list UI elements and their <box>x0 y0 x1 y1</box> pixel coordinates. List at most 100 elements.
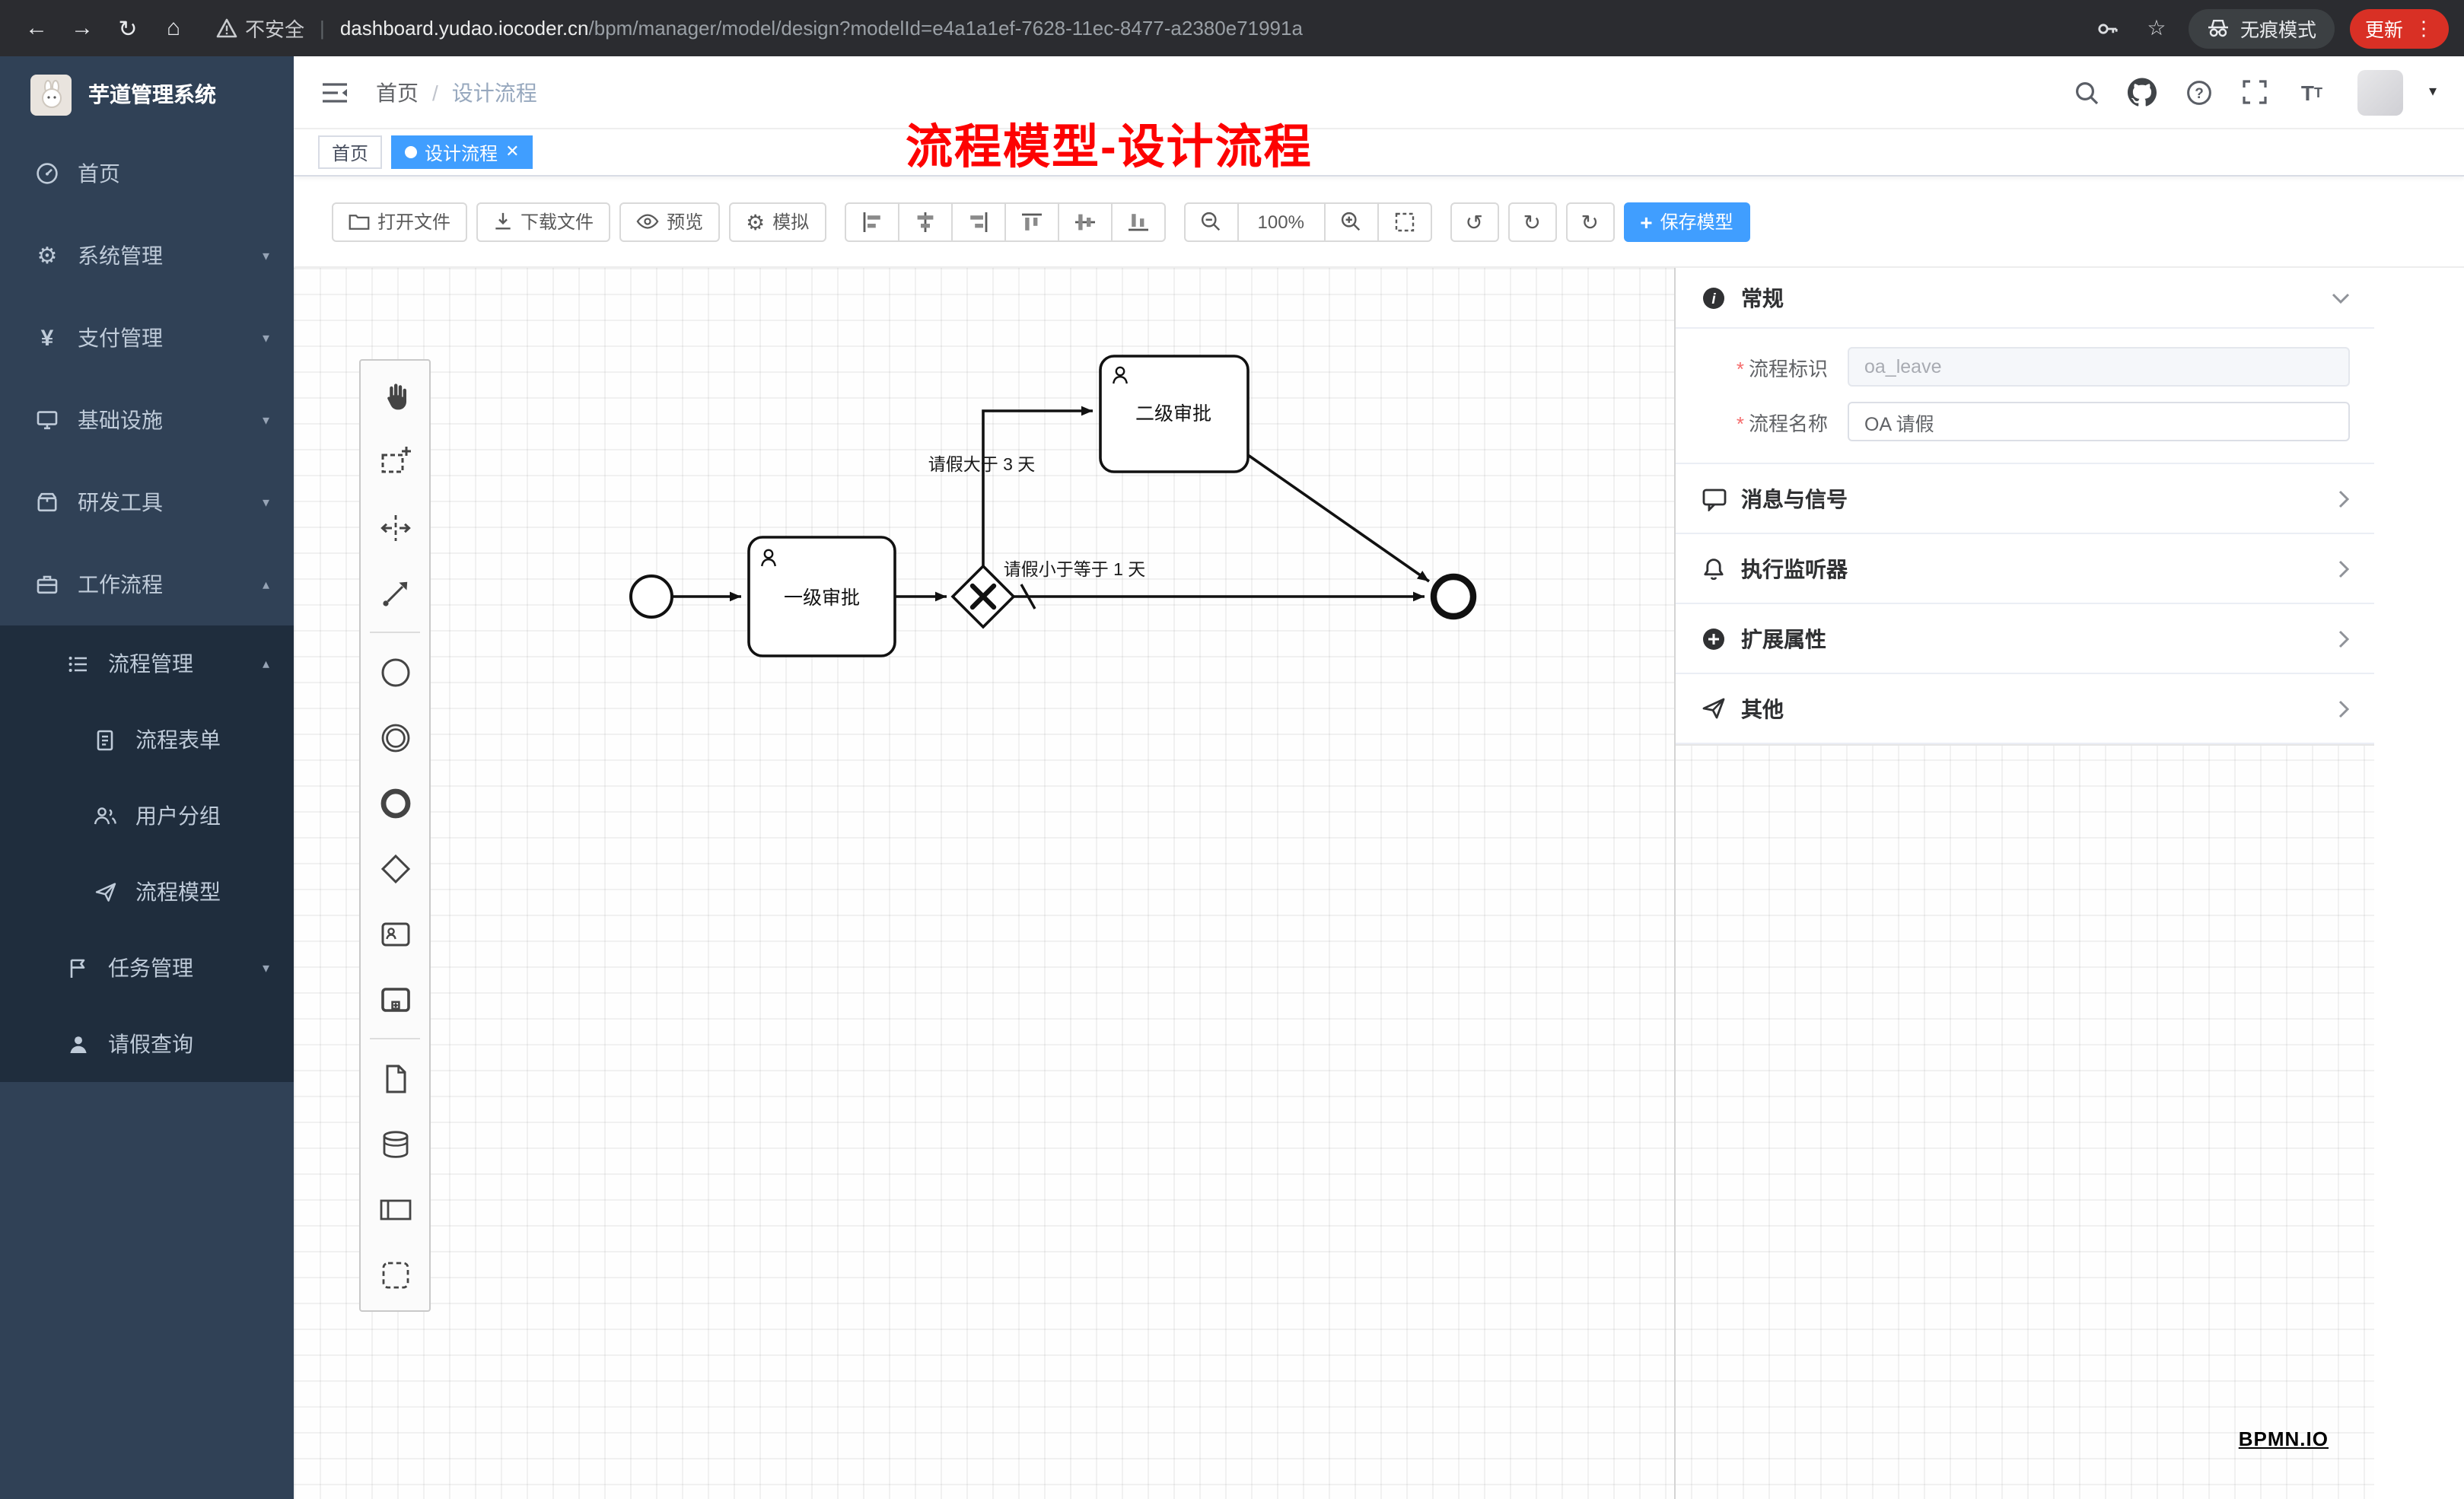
palette-create-user-task[interactable] <box>361 901 429 966</box>
bpmn-exclusive-gateway[interactable] <box>950 564 1016 629</box>
panel-section-other[interactable]: 其他 <box>1676 674 2374 744</box>
sidebar-item-leave-query[interactable]: 请假查询 <box>0 1006 294 1082</box>
tab-home[interactable]: 首页 <box>318 135 383 169</box>
palette-connect-tool[interactable] <box>361 560 429 625</box>
sidebar-item-process-mgmt[interactable]: 流程管理 ▴ <box>0 625 294 702</box>
sidebar-item-label: 系统管理 <box>78 243 163 268</box>
close-icon[interactable]: ✕ <box>505 142 520 161</box>
palette-lasso-tool[interactable] <box>361 429 429 495</box>
panel-section-execution-listener[interactable]: 执行监听器 <box>1676 534 2374 604</box>
flow-task2-to-end[interactable] <box>1246 454 1431 583</box>
open-file-button[interactable]: 打开文件 <box>332 202 468 241</box>
undo-button[interactable]: ↺ <box>1450 202 1499 241</box>
process-key-row: *流程标识 <box>1700 347 2350 387</box>
browser-update-button[interactable]: 更新 ⋮ <box>2349 8 2449 48</box>
fullscreen-icon[interactable] <box>2239 75 2272 109</box>
avatar-caret-icon[interactable]: ▾ <box>2428 84 2437 100</box>
flow-label-gt[interactable]: 请假大于 3 天 <box>928 454 1036 474</box>
align-right-button[interactable] <box>950 202 1006 241</box>
security-indicator[interactable]: 不安全 <box>216 14 304 43</box>
palette-create-call-activity[interactable] <box>361 966 429 1032</box>
avatar[interactable] <box>2357 69 2403 115</box>
palette-separator <box>370 632 420 633</box>
sidebar-item-system[interactable]: ⚙ 系统管理 ▾ <box>0 215 294 297</box>
github-icon[interactable] <box>2126 75 2160 109</box>
palette-create-data-store[interactable] <box>361 1111 429 1176</box>
flow-label-lte[interactable]: 请假小于等于 1 天 <box>1004 559 1146 579</box>
process-name-input[interactable] <box>1848 402 2350 441</box>
zoom-level-button[interactable]: 100% <box>1237 202 1326 241</box>
breadcrumb-separator: / <box>432 80 438 104</box>
sidebar-item-task-mgmt[interactable]: 任务管理 ▾ <box>0 930 294 1006</box>
search-icon[interactable] <box>2070 75 2103 109</box>
palette-create-pool[interactable] <box>361 1176 429 1242</box>
bpmn-diagram: 请假大于 3 天 请假小于等于 1 天 一级审批 <box>629 355 1477 657</box>
palette-create-data-object[interactable] <box>361 1045 429 1111</box>
align-top-button[interactable] <box>1004 202 1059 241</box>
help-icon[interactable]: ? <box>2182 75 2216 109</box>
panel-section-message-signal[interactable]: 消息与信号 <box>1676 464 2374 534</box>
save-model-button[interactable]: + 保存模型 <box>1623 202 1750 241</box>
align-bottom-button[interactable] <box>1110 202 1166 241</box>
palette-create-start-event[interactable] <box>361 639 429 705</box>
incognito-icon <box>2207 18 2230 38</box>
browser-forward-icon[interactable]: → <box>71 15 94 41</box>
sidebar-fold-icon[interactable] <box>315 72 355 112</box>
browser-menu-icon[interactable]: ⋮ <box>2414 16 2434 39</box>
bpmn-designer-canvas[interactable]: 请假大于 3 天 请假小于等于 1 天 一级审批 <box>294 268 2374 1499</box>
simulate-button[interactable]: ⚙ 模拟 <box>729 202 826 241</box>
align-left-button[interactable] <box>844 202 899 241</box>
align-center-button[interactable] <box>897 202 953 241</box>
download-file-button[interactable]: 下载文件 <box>476 202 611 241</box>
preview-button[interactable]: 预览 <box>619 202 721 241</box>
palette-create-intermediate-event[interactable] <box>361 705 429 770</box>
process-key-input[interactable] <box>1848 347 2350 387</box>
palette-hand-tool[interactable] <box>361 364 429 429</box>
panel-section-general[interactable]: i 常规 <box>1676 268 2374 329</box>
tab-design-process[interactable]: 设计流程 ✕ <box>391 135 533 169</box>
palette-create-gateway[interactable] <box>361 835 429 901</box>
sidebar-item-payment[interactable]: ¥ 支付管理 ▾ <box>0 297 294 379</box>
align-middle-button[interactable] <box>1057 202 1113 241</box>
bpmn-start-event[interactable] <box>629 574 673 619</box>
palette-create-group[interactable] <box>361 1242 429 1307</box>
redo-button[interactable]: ↻ <box>1507 202 1557 241</box>
bpmn-task-first-approval[interactable]: 一级审批 <box>747 536 896 657</box>
logo-avatar <box>30 74 72 115</box>
sidebar-item-devtools[interactable]: 研发工具 ▾ <box>0 461 294 543</box>
palette-create-end-event[interactable] <box>361 770 429 835</box>
browser-back-icon[interactable]: ← <box>25 15 48 41</box>
section-title: 常规 <box>1741 285 1784 310</box>
breadcrumb-home[interactable]: 首页 <box>376 80 419 104</box>
chevron-down-icon: ▾ <box>262 329 269 345</box>
sidebar-item-workflow[interactable]: 工作流程 ▴ <box>0 543 294 625</box>
browser-reload-icon[interactable]: ↻ <box>118 16 138 42</box>
flow-gateway-to-task2[interactable] <box>982 406 1094 566</box>
user-task-icon <box>380 921 409 946</box>
browser-home-icon[interactable]: ⌂ <box>166 15 181 41</box>
bpmn-end-event[interactable] <box>1430 573 1477 620</box>
app-logo[interactable]: 芋道管理系统 <box>0 56 294 132</box>
password-key-icon[interactable] <box>2091 11 2125 45</box>
panel-section-extended-attrs[interactable]: 扩展属性 <box>1676 604 2374 674</box>
chevron-down-icon <box>2332 291 2350 304</box>
restart-button[interactable]: ↻ <box>1565 202 1615 241</box>
sidebar-item-process-form[interactable]: 流程表单 <box>0 702 294 778</box>
zoom-reset-button[interactable] <box>1377 202 1432 241</box>
address-bar[interactable]: dashboard.yudao.iocoder.cn/bpm/manager/m… <box>340 17 2073 40</box>
sidebar-item-home[interactable]: 首页 <box>0 132 294 215</box>
zoom-out-button[interactable] <box>1183 202 1239 241</box>
sidebar-item-infra[interactable]: 基础设施 ▾ <box>0 379 294 461</box>
zoom-in-button[interactable] <box>1323 202 1379 241</box>
call-activity-icon <box>380 987 409 1011</box>
bookmark-star-icon[interactable]: ☆ <box>2147 15 2166 40</box>
sidebar-item-process-model[interactable]: 流程模型 <box>0 854 294 930</box>
bpmn-io-logo[interactable]: BPMN.IO <box>2238 1427 2329 1450</box>
top-navbar: 首页 / 设计流程 ? T <box>294 56 2464 129</box>
bpmn-task-second-approval[interactable]: 二级审批 <box>1099 355 1250 473</box>
sidebar-item-user-group[interactable]: 用户分组 <box>0 778 294 854</box>
sidebar-item-label: 工作流程 <box>78 572 163 597</box>
palette-space-tool[interactable] <box>361 495 429 560</box>
